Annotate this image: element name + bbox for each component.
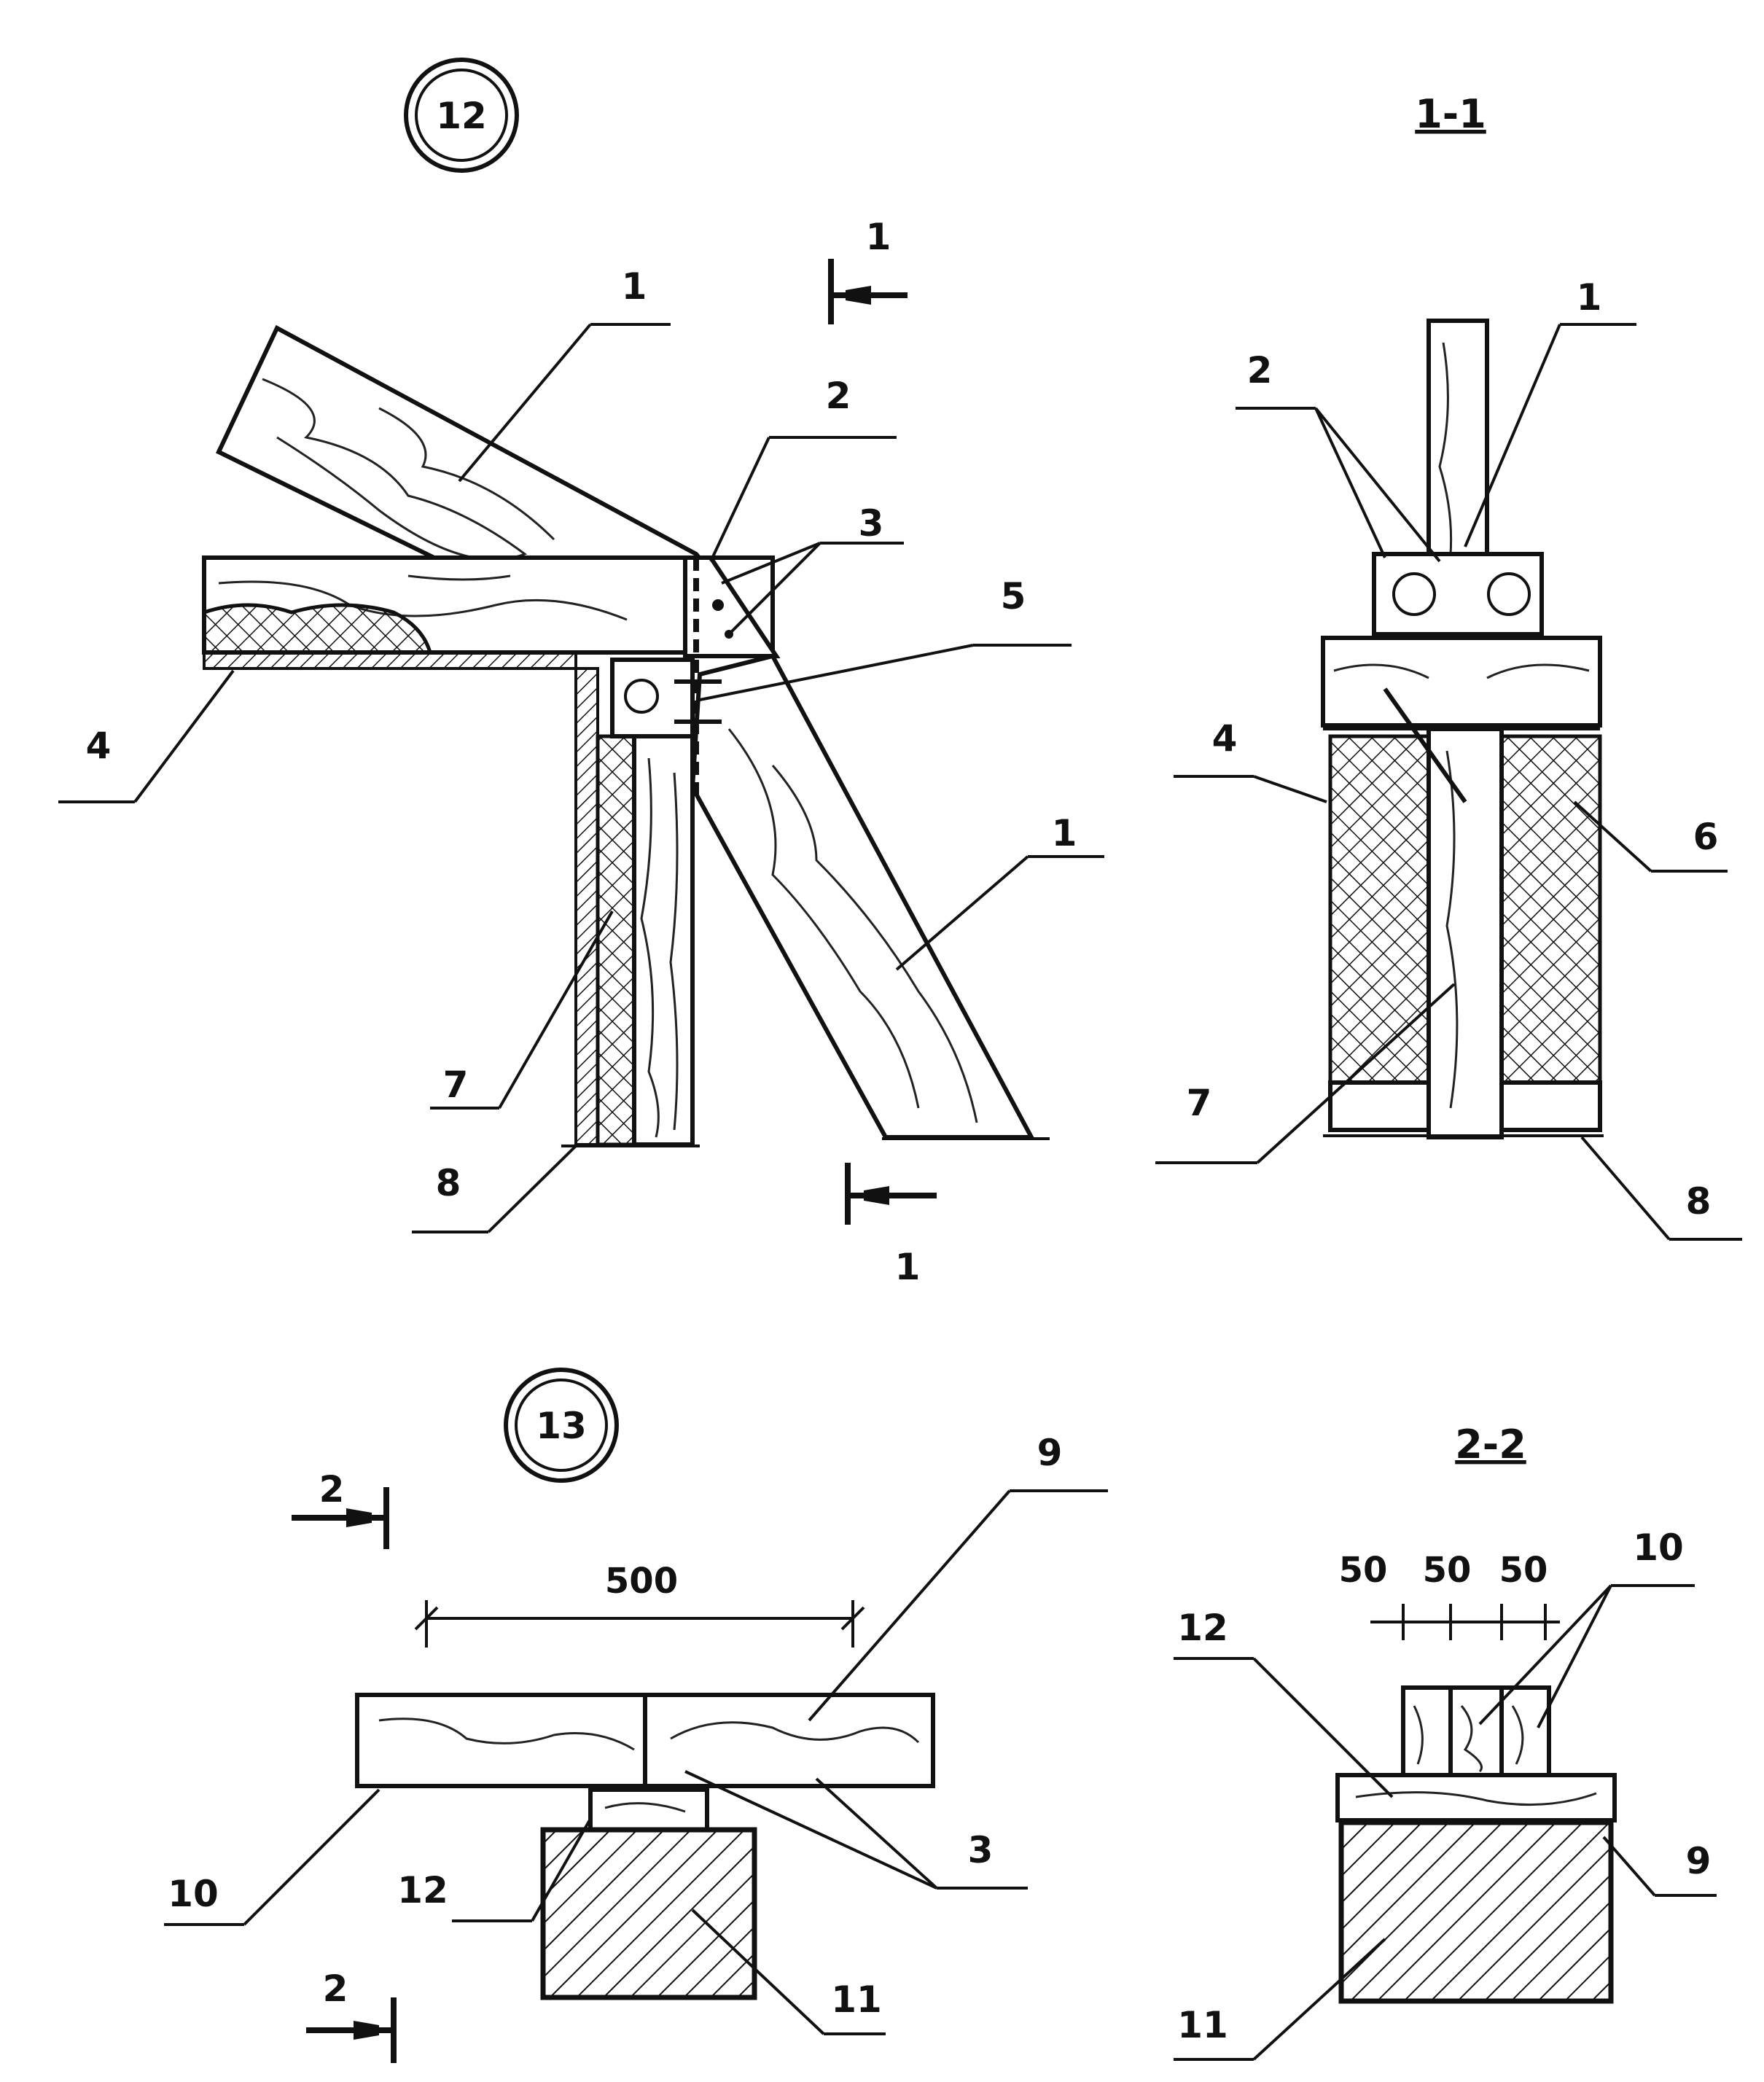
detail-12-drawing: [202, 324, 1050, 1147]
callout-l8: 8: [1686, 1180, 1712, 1223]
detail-13-drawing: 500: [355, 1561, 935, 2000]
bottom-board-left: [1328, 1080, 1431, 1132]
callout-l4: 4: [1212, 717, 1238, 760]
callout-l1: 1: [1052, 812, 1077, 854]
callout-l8: 8: [436, 1162, 461, 1204]
callout-w1: 50: [1339, 1550, 1388, 1591]
callout-l2: 2: [826, 375, 851, 417]
ceiling-board: [203, 651, 577, 670]
labels-section-2-2: 10 12 9 11: [1177, 1527, 1711, 2046]
labels-detail-13: 9 3 10 12 11: [168, 1432, 1062, 2021]
beam-right: [643, 1693, 935, 1788]
ceiling-insulation: [202, 603, 433, 655]
callout-s2: 2: [319, 1468, 345, 1510]
section-mark-top-1: 1: [828, 216, 908, 324]
bearing-pad: [588, 1787, 709, 1832]
wall-sheathing: [574, 667, 599, 1146]
plank-3: [1499, 1685, 1551, 1777]
detail-13-badge: 13: [504, 1368, 619, 1483]
plank-1: [1401, 1685, 1453, 1777]
side-cleats: [1372, 552, 1544, 636]
callout-l12: 12: [1177, 1607, 1228, 1649]
callout-s1: 1: [895, 1246, 921, 1288]
callout-l10: 10: [168, 1873, 219, 1915]
labels-detail-12: 1 2 3 5 4 1 7 8: [86, 265, 1077, 1204]
leaders-section-1-1: [1155, 323, 1742, 1241]
section-2-2-drawing: 50 50 50: [1335, 1550, 1617, 2004]
callout-l1: 1: [1577, 276, 1602, 319]
section-1-1-title: 1-1: [1415, 91, 1486, 137]
callout-l6: 6: [1693, 816, 1719, 858]
section-mark-bottom-1: 1: [845, 1163, 937, 1288]
wall-insulation-right: [1499, 734, 1602, 1085]
callout-l2: 2: [1247, 349, 1273, 391]
callout-l11: 11: [1177, 2004, 1228, 2046]
callout-w3: 50: [1499, 1550, 1548, 1591]
callout-l3: 3: [859, 502, 884, 545]
callout-l7: 7: [443, 1064, 469, 1106]
section-1-1-drawing: [1321, 319, 1604, 1139]
bottom-board-right: [1499, 1080, 1602, 1132]
callout-l5: 5: [1001, 575, 1026, 617]
labels-section-1-1: 1 2 4 6 7 8: [1187, 276, 1719, 1223]
masonry-pier-section: [1338, 1820, 1614, 2004]
masonry-pier: [540, 1827, 757, 2000]
section-mark-top-2: 2: [292, 1468, 389, 1549]
callout-l9: 9: [1686, 1840, 1712, 1882]
callout-span: 500: [605, 1561, 678, 1602]
wall-stud: [632, 734, 695, 1147]
stud-section: [1427, 727, 1504, 1139]
corner-block: [683, 555, 781, 658]
callout-l7: 7: [1187, 1082, 1212, 1124]
callout-w2: 50: [1423, 1550, 1472, 1591]
leaders-section-2-2: [1174, 1584, 1717, 2061]
callout-number: 13: [536, 1405, 587, 1447]
beam-left: [355, 1693, 647, 1788]
callout-l3: 3: [968, 1829, 994, 1871]
section-mark-bottom-2: 2: [306, 1968, 397, 2063]
callout-l4: 4: [86, 725, 112, 767]
top-plate-section: [1321, 636, 1602, 728]
callout-s1: 1: [866, 216, 891, 258]
plank-2: [1448, 1685, 1504, 1777]
section-2-2-title: 2-2: [1455, 1422, 1526, 1467]
callout-l9: 9: [1037, 1432, 1063, 1474]
bearing-board: [1335, 1773, 1617, 1822]
callout-number: 12: [436, 95, 487, 137]
wall-insulation-left: [1328, 734, 1431, 1085]
detail-12-badge: 12: [404, 58, 519, 173]
callout-l10: 10: [1633, 1527, 1684, 1569]
wall-insulation: [596, 734, 636, 1147]
callout-s2: 2: [323, 1968, 348, 2010]
leaders-detail-12: [58, 323, 1104, 1233]
callout-l1: 1: [622, 265, 647, 308]
callout-l12: 12: [397, 1869, 448, 1911]
callout-l11: 11: [831, 1978, 882, 2021]
leaders-detail-13: [164, 1489, 1108, 2035]
